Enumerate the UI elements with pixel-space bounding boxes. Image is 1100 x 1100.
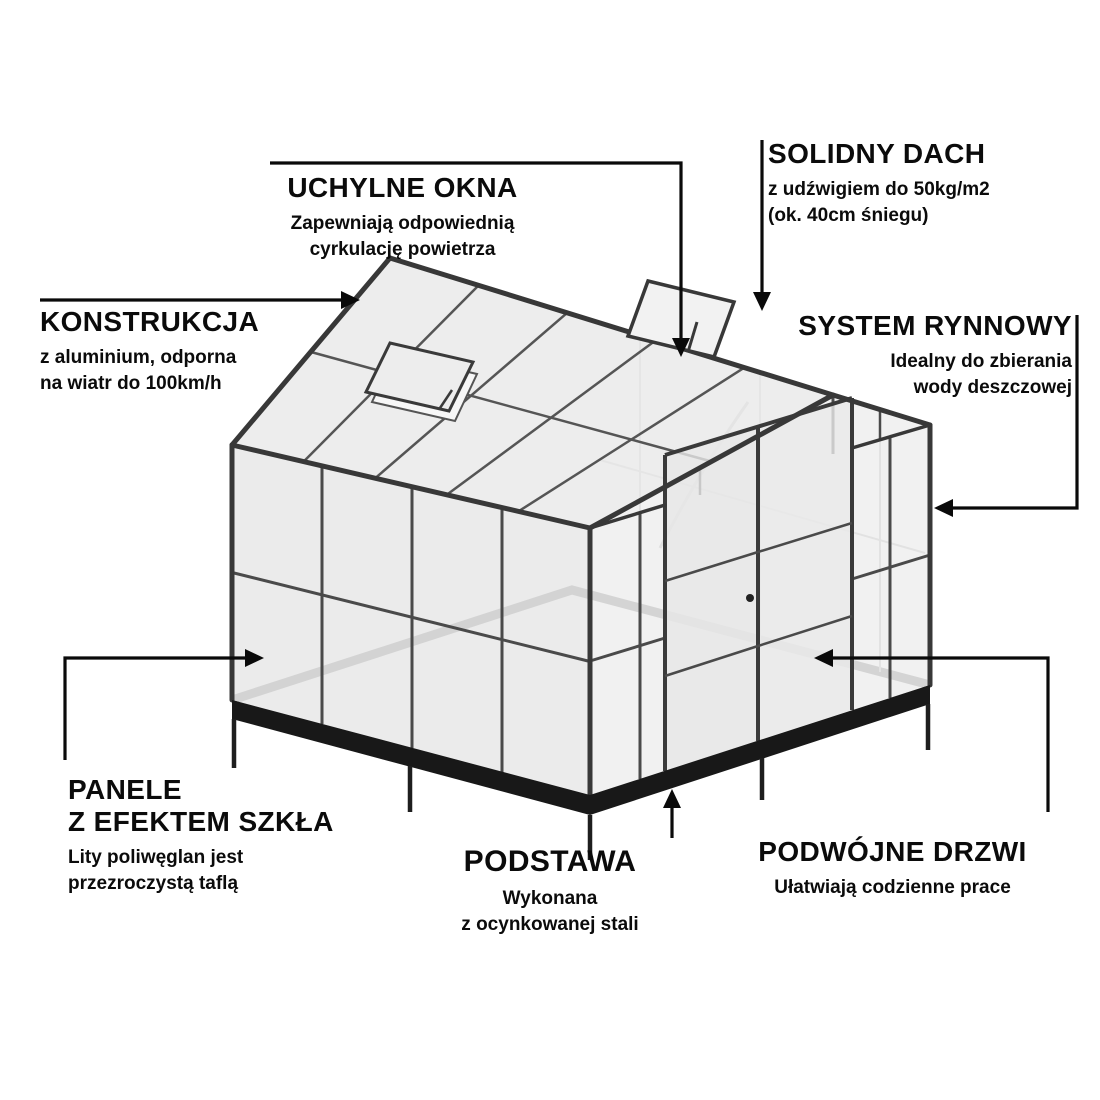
- arrowhead-icon: [341, 291, 360, 309]
- callout-desc-line: cyrkulację powietrza: [309, 238, 496, 260]
- callout-line-panele: [63, 649, 264, 760]
- arrowhead-icon: [672, 338, 690, 357]
- callout-desc-line: z udźwigiem do 50kg/m2: [768, 178, 990, 200]
- callout-desc-line: na wiatr do 100km/h: [40, 372, 222, 394]
- greenhouse-frame: [229, 255, 933, 798]
- callout-desc-line: Ułatwiają codzienne prace: [774, 876, 1011, 898]
- callout-title: SYSTEM RYNNOWY: [798, 310, 1072, 341]
- arrowhead-icon: [814, 649, 833, 667]
- callout-desc-line: z aluminium, odporna: [40, 346, 237, 368]
- callout-system-rynnowy: SYSTEM RYNNOWY Idealny do zbierania wody…: [762, 310, 1072, 401]
- arrowhead-icon: [934, 499, 953, 517]
- callout-desc-line: Zapewniają odpowiednią: [290, 212, 515, 234]
- greenhouse-double-door: [663, 396, 854, 771]
- callout-desc-line: (ok. 40cm śniegu): [768, 204, 929, 226]
- callout-title: SOLIDNY DACH: [768, 138, 986, 169]
- callout-desc-line: Wykonana: [502, 888, 598, 910]
- callout-title: Z EFEKTEM SZKŁA: [68, 805, 334, 837]
- callout-line-konstrukcja: [40, 291, 360, 309]
- arrowhead-icon: [663, 789, 681, 808]
- callout-desc-line: z ocynkowanej stali: [461, 914, 639, 936]
- callout-panele: PANELE Z EFEKTEM SZKŁA Lity poliwęglan j…: [68, 774, 398, 896]
- callout-line-podwojne-drzwi: [814, 649, 1050, 812]
- door-handle: [746, 594, 754, 602]
- callout-line-solidny-dach: [753, 140, 771, 311]
- callout-line-system-rynnowy: [934, 315, 1079, 517]
- callout-title: PANELE: [68, 774, 182, 805]
- callout-solidny-dach: SOLIDNY DACH z udźwigiem do 50kg/m2 (ok.…: [768, 138, 1068, 229]
- callout-desc-line: wody deszczowej: [913, 376, 1072, 398]
- callout-desc-line: przezroczystą taflą: [68, 872, 239, 894]
- callout-podwojne-drzwi: PODWÓJNE DRZWI Ułatwiają codzienne prace: [735, 836, 1050, 901]
- callout-konstrukcja: KONSTRUKCJA z aluminium, odporna na wiat…: [40, 306, 320, 397]
- roof-vent-near: [363, 341, 479, 423]
- callout-title: KONSTRUKCJA: [40, 306, 260, 337]
- callout-desc-line: Idealny do zbierania: [890, 350, 1072, 372]
- callout-title: UCHYLNE OKNA: [287, 172, 518, 203]
- callout-desc-line: Lity poliwęglan jest: [68, 846, 244, 868]
- greenhouse-base: [232, 685, 930, 815]
- callout-title: PODWÓJNE DRZWI: [758, 836, 1027, 867]
- greenhouse-wall-bars: [231, 395, 931, 779]
- callout-title: PODSTAWA: [463, 845, 637, 878]
- callout-line-uchylne-okna: [270, 161, 690, 357]
- callout-line-podstawa: [663, 789, 681, 838]
- arrowhead-icon: [245, 649, 264, 667]
- arrowhead-icon: [753, 292, 771, 311]
- callout-uchylne-okna: UCHYLNE OKNA Zapewniają odpowiednią cyrk…: [255, 172, 550, 263]
- callout-podstawa: PODSTAWA Wykonana z ocynkowanej stali: [420, 845, 680, 938]
- ground-stakes: [231, 704, 931, 860]
